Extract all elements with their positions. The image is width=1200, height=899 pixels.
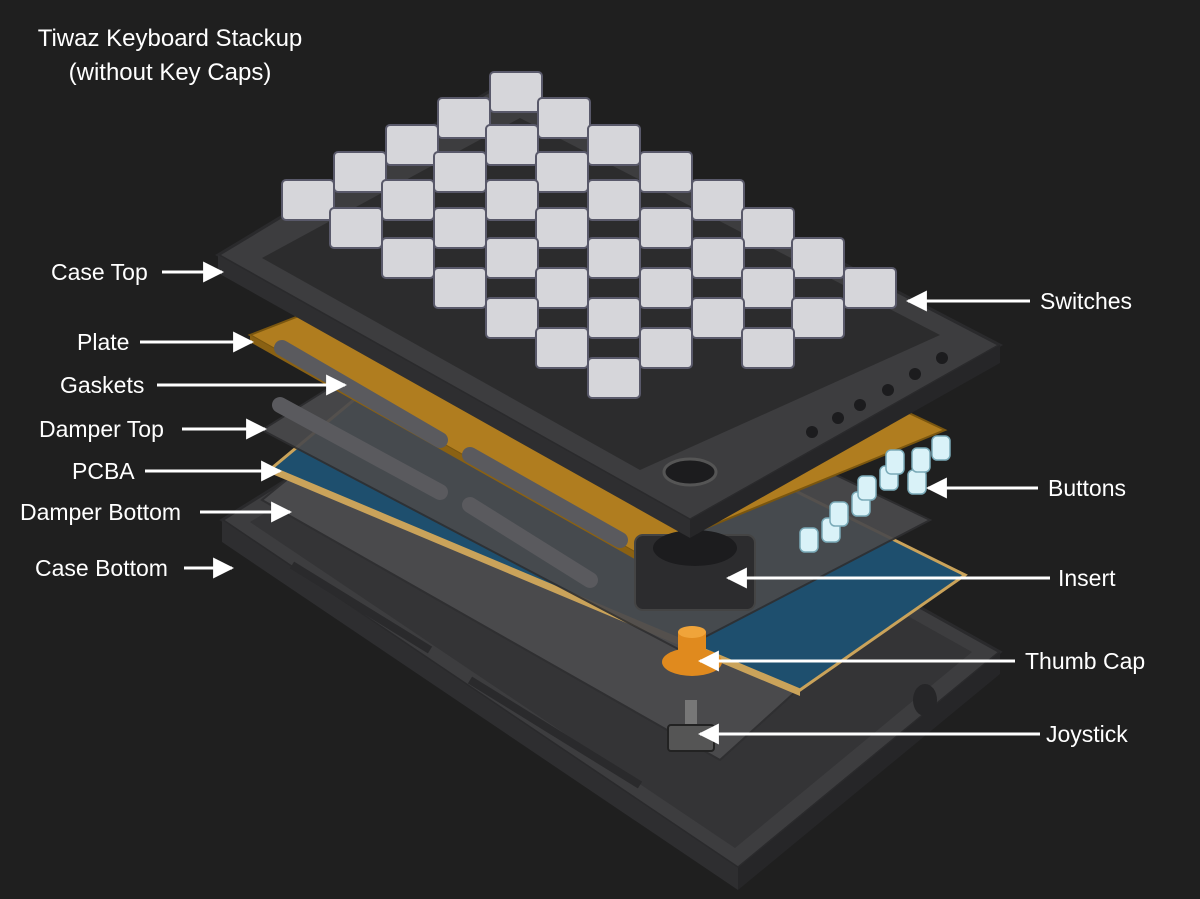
label-insert: Insert <box>1058 565 1116 591</box>
switches-part <box>281 71 897 399</box>
label-switches: Switches <box>1040 288 1133 314</box>
title-line-1: Tiwaz Keyboard Stackup <box>37 25 303 52</box>
gaskets-part <box>272 340 628 588</box>
label-damper-top: Damper Top <box>39 416 164 442</box>
label-thumb-cap: Thumb Cap <box>1025 648 1146 674</box>
leader-arrows <box>140 261 1050 745</box>
label-gaskets: Gaskets <box>60 372 145 398</box>
label-damper-bottom: Damper Bottom <box>20 499 182 525</box>
label-case-bottom: Case Bottom <box>35 555 168 581</box>
diagram-title: Tiwaz Keyboard Stackup (without Key Caps… <box>14 22 326 90</box>
label-joystick: Joystick <box>1046 721 1128 747</box>
label-case-top: Case Top <box>51 259 148 285</box>
buttons-part <box>799 435 951 553</box>
title-line-2: (without Key Caps) <box>68 59 272 86</box>
label-plate: Plate <box>77 329 130 355</box>
label-pcba: PCBA <box>72 458 135 484</box>
insert-part <box>634 530 756 611</box>
label-buttons: Buttons <box>1048 475 1126 501</box>
